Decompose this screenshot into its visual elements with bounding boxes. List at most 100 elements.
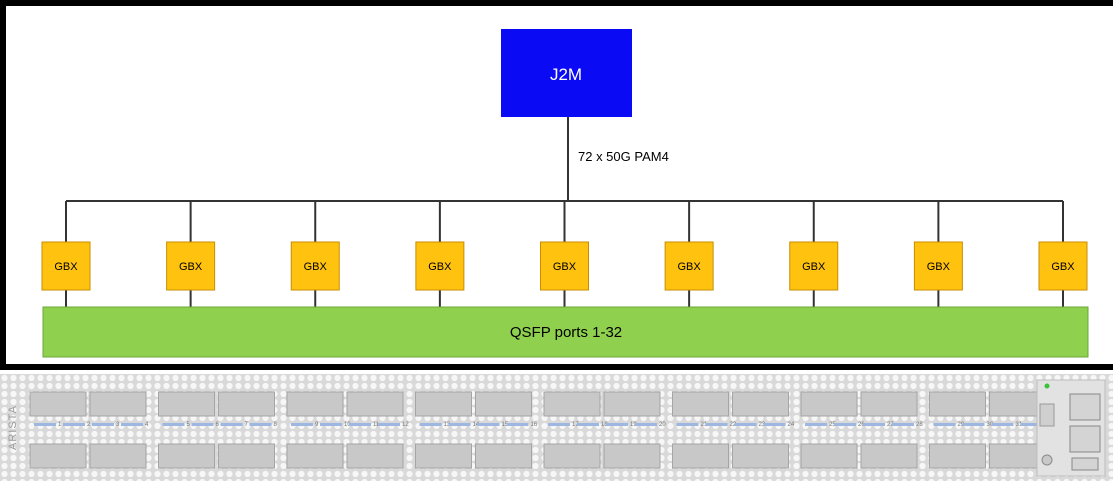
j2m-chip-box [501, 29, 632, 117]
port-number-label: 13 [444, 422, 451, 428]
port-number-label: 1 [58, 422, 62, 428]
qsfp-port-cage-lower[interactable] [29, 443, 87, 469]
port-number-label: 2 [87, 422, 91, 428]
port-led-strip [220, 423, 243, 426]
port-number-label: 17 [572, 422, 579, 428]
j2m-chip-label: J2M [550, 65, 582, 84]
qsfp-port-cage-lower[interactable] [672, 443, 729, 469]
qsfp-port-cage-lower[interactable] [218, 443, 275, 469]
port-number-label: 29 [958, 422, 965, 428]
port-number-label: 27 [887, 422, 894, 428]
qsfp-port-cage-upper[interactable] [543, 391, 601, 417]
port-led-strip [34, 423, 56, 426]
qsfp-port-cage-lower[interactable] [543, 443, 601, 469]
qsfp-port-cage-upper[interactable] [672, 391, 729, 417]
qsfp-port-cage-upper[interactable] [800, 391, 858, 417]
gearbox-label: GBX [553, 261, 577, 273]
qsfp-port-cage-upper[interactable] [603, 391, 661, 417]
port-number-label: 11 [373, 422, 380, 428]
qsfp-port-cage-upper[interactable] [286, 391, 344, 417]
port-number-label: 9 [315, 422, 319, 428]
port-number-label: 20 [659, 422, 666, 428]
port-led-strip [805, 423, 827, 426]
qsfp-cage-group: 1 2 3 4 [29, 391, 149, 469]
port-number-label: 24 [788, 422, 795, 428]
mgmt-ethernet-port-1[interactable] [1069, 393, 1101, 421]
gearbox-box [664, 241, 714, 291]
gearbox-label: GBX [802, 261, 826, 273]
qsfp-port-cage-upper[interactable] [89, 391, 147, 417]
port-led-strip [249, 423, 272, 426]
port-number-label: 31 [1016, 422, 1023, 428]
qsfp-port-cage-upper[interactable] [29, 391, 87, 417]
gearbox-label: GBX [927, 261, 951, 273]
port-number-label: 14 [473, 422, 480, 428]
port-number-label: 22 [730, 422, 737, 428]
port-number-label: 5 [187, 422, 191, 428]
port-led-strip [349, 423, 371, 426]
qsfp-port-cage-upper[interactable] [732, 391, 789, 417]
port-number-label: 16 [531, 422, 538, 428]
status-led [1044, 383, 1050, 389]
qsfp-port-cage-upper[interactable] [929, 391, 986, 417]
gearbox-label: GBX [678, 261, 702, 273]
qsfp-port-cage-lower[interactable] [732, 443, 789, 469]
qsfp-port-cage-upper[interactable] [346, 391, 404, 417]
gearbox-label: GBX [179, 261, 203, 273]
qsfp-port-cage-lower[interactable] [158, 443, 215, 469]
port-led-strip [892, 423, 914, 426]
qsfp-port-cage-lower[interactable] [89, 443, 147, 469]
usb-port[interactable] [1071, 457, 1099, 471]
port-led-strip [577, 423, 599, 426]
qsfp-port-cage-lower[interactable] [286, 443, 344, 469]
port-led-strip [834, 423, 856, 426]
qsfp-port-cage-upper[interactable] [860, 391, 918, 417]
port-number-label: 19 [630, 422, 637, 428]
gearbox-label: GBX [54, 261, 78, 273]
port-number-label: 4 [145, 422, 149, 428]
port-led-strip [121, 423, 143, 426]
port-number-label: 25 [829, 422, 836, 428]
port-number-label: 15 [502, 422, 509, 428]
qsfp-port-cage-upper[interactable] [218, 391, 275, 417]
mgmt-ethernet-port-2[interactable] [1069, 425, 1101, 453]
port-number-label: 21 [701, 422, 708, 428]
qsfp-ports-box [42, 306, 1089, 358]
gearbox-box [789, 241, 839, 291]
port-led-strip [63, 423, 85, 426]
management-panel [1036, 379, 1106, 477]
port-number-label: 26 [858, 422, 865, 428]
reset-button[interactable] [1041, 454, 1053, 466]
port-number-label: 30 [987, 422, 994, 428]
qsfp-port-cage-upper[interactable] [989, 391, 1046, 417]
port-led-strip [763, 423, 786, 426]
gearbox-label: GBX [428, 261, 452, 273]
qsfp-port-cage-upper[interactable] [415, 391, 472, 417]
qsfp-port-cage-lower[interactable] [800, 443, 858, 469]
port-number-label: 18 [601, 422, 608, 428]
port-led-strip [191, 423, 214, 426]
port-led-strip [863, 423, 885, 426]
port-led-strip [162, 423, 185, 426]
port-led-strip [635, 423, 657, 426]
port-led-strip [606, 423, 628, 426]
qsfp-port-cage-lower[interactable] [415, 443, 472, 469]
qsfp-port-cage-lower[interactable] [475, 443, 532, 469]
port-led-strip [419, 423, 442, 426]
qsfp-port-cage-upper[interactable] [158, 391, 215, 417]
qsfp-port-cage-lower[interactable] [603, 443, 661, 469]
console-port[interactable] [1039, 403, 1055, 427]
qsfp-port-cage-lower[interactable] [989, 443, 1046, 469]
qsfp-port-cage-upper[interactable] [475, 391, 532, 417]
gearbox-box [41, 241, 91, 291]
qsfp-port-cage-lower[interactable] [860, 443, 918, 469]
port-led-strip [933, 423, 956, 426]
gearbox-box [540, 241, 589, 291]
port-number-label: 3 [116, 422, 120, 428]
qsfp-port-cage-lower[interactable] [929, 443, 986, 469]
port-led-strip [1020, 423, 1043, 426]
qsfp-port-cage-lower[interactable] [346, 443, 404, 469]
